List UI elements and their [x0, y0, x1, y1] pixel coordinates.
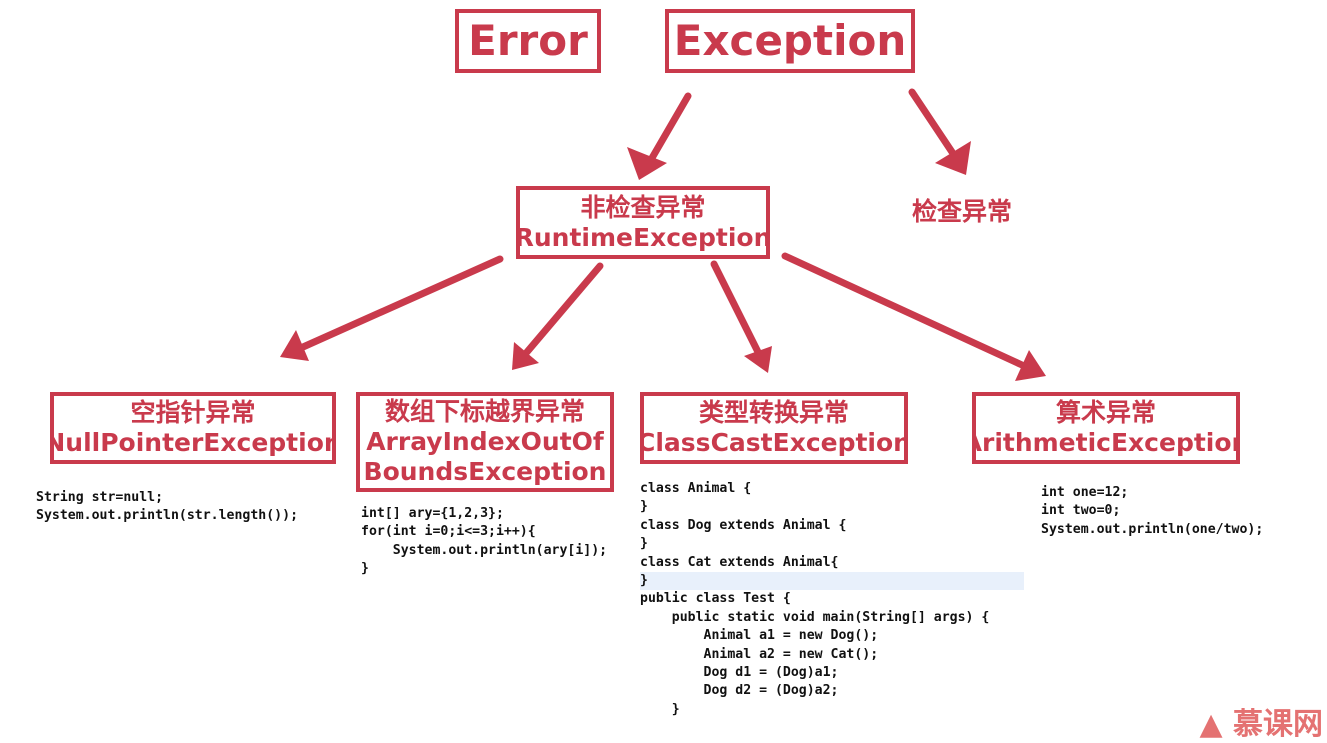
runtime-exception-box: 非检查异常 RuntimeException — [516, 186, 770, 259]
watermark-logo: ▲ 慕课网 — [1199, 699, 1323, 743]
code-line: } — [640, 536, 648, 552]
code-line: } — [640, 499, 648, 515]
arrow-runtime-to-arithmetic — [781, 252, 1026, 369]
nullpointer-box: 空指针异常 NullPointerException — [50, 392, 336, 464]
arrayindex-en-line2: BoundsException — [363, 457, 607, 486]
arrowhead-classcast — [744, 346, 772, 373]
code-line: Animal a1 = new Dog(); — [640, 628, 879, 644]
code-line: } — [361, 561, 369, 577]
code-line: class Cat extends Animal{ — [640, 554, 839, 570]
nullpointer-zh: 空指针异常 — [130, 398, 256, 427]
code-line: Dog d1 = (Dog)a1; — [640, 665, 839, 681]
checked-exception-label: 检查异常 — [912, 197, 1013, 226]
arrayindex-code: int[] ary={1,2,3}; for(int i=0;i<=3;i++)… — [361, 505, 607, 579]
arrowhead-arrayindex — [512, 342, 539, 370]
arrowhead-arithmetic — [1015, 350, 1046, 381]
code-line: System.out.println(str.length()); — [36, 508, 299, 524]
flame-icon: ▲ — [1199, 707, 1223, 742]
classcast-zh: 类型转换异常 — [698, 398, 849, 427]
code-line: class Dog extends Animal { — [640, 517, 847, 533]
arrayindex-en-line1: ArrayIndexOutOf — [366, 427, 604, 456]
code-line: System.out.println(one/two); — [1041, 521, 1264, 537]
arrowhead-nullpointer — [280, 330, 309, 361]
code-line: } — [640, 701, 680, 717]
arrowhead-runtime — [627, 147, 667, 180]
watermark-text: 慕课网 — [1233, 707, 1323, 742]
classcast-en: ClassCastException — [640, 428, 908, 457]
arithmetic-code: int one=12; int two=0; System.out.printl… — [1041, 484, 1263, 539]
arrow-exception-to-runtime — [648, 92, 692, 162]
exception-box: Exception — [665, 9, 915, 73]
error-box: Error — [455, 9, 601, 73]
code-line: for(int i=0;i<=3;i++){ — [361, 524, 536, 540]
exception-label: Exception — [673, 15, 907, 65]
code-line: Dog d2 = (Dog)a2; — [640, 683, 839, 699]
arrayindex-zh: 数组下标越界异常 — [384, 397, 585, 426]
arithmetic-box: 算术异常 ArithmeticException — [972, 392, 1240, 464]
arithmetic-en: ArithmeticException — [972, 428, 1240, 457]
arrowhead-checked — [935, 141, 971, 175]
code-line: System.out.println(ary[i]); — [361, 542, 608, 558]
classcast-box: 类型转换异常 ClassCastException — [640, 392, 908, 464]
code-line: String str=null; — [36, 490, 164, 505]
code-line-highlighted: } — [640, 572, 1024, 591]
code-line: int two=0; — [1041, 503, 1121, 519]
arrow-runtime-to-classcast — [710, 260, 762, 356]
arrow-runtime-to-nullpointer — [299, 255, 504, 351]
code-line: class Animal { — [640, 481, 752, 496]
code-line: int one=12; — [1041, 485, 1129, 500]
code-line: public static void main(String[] args) { — [640, 609, 990, 625]
arrow-runtime-to-arrayindex — [523, 262, 604, 356]
code-line: public class Test { — [640, 591, 791, 607]
arrayindex-box: 数组下标越界异常 ArrayIndexOutOf BoundsException — [356, 392, 614, 492]
runtime-exception-zh: 非检查异常 — [580, 192, 706, 222]
runtime-exception-en: RuntimeException — [516, 222, 770, 252]
error-label: Error — [468, 15, 588, 65]
classcast-code: class Animal { } class Dog extends Anima… — [640, 480, 1024, 719]
nullpointer-en: NullPointerException — [50, 428, 336, 457]
arithmetic-zh: 算术异常 — [1055, 398, 1156, 427]
nullpointer-code: String str=null; System.out.println(str.… — [36, 489, 298, 526]
arrow-exception-to-checked — [908, 88, 956, 156]
code-line: int[] ary={1,2,3}; — [361, 506, 504, 521]
code-line: Animal a2 = new Cat(); — [640, 646, 879, 662]
